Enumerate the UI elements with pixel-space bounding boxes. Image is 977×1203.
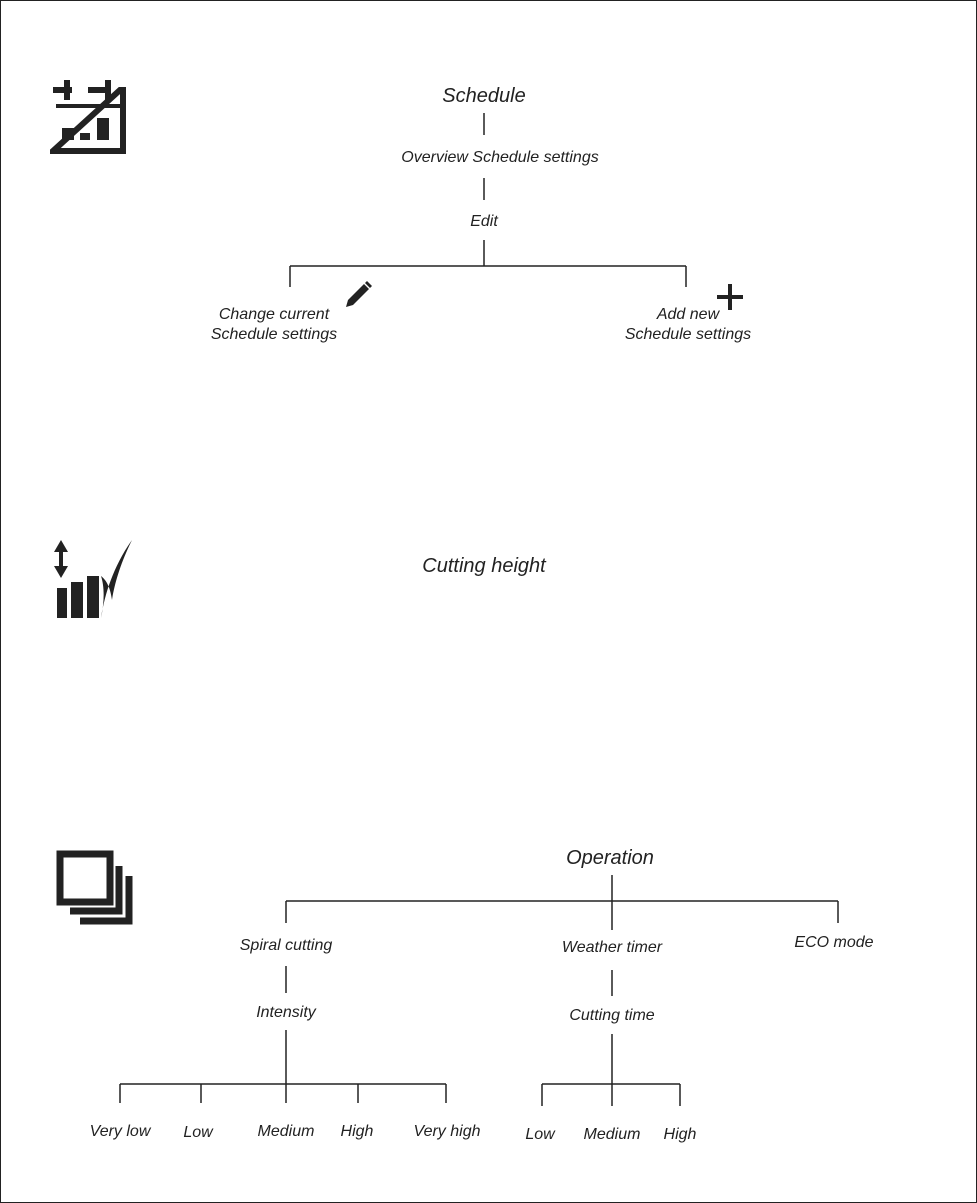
change-current-line1: Change current: [218, 306, 330, 323]
cutting-height-icon: [54, 540, 132, 618]
cutting-time-low: Low: [525, 1126, 555, 1143]
operation-title: Operation: [566, 847, 654, 869]
schedule-title: Schedule: [442, 85, 526, 107]
intensity-medium: Medium: [257, 1123, 315, 1140]
weather-timer-label: Weather timer: [561, 939, 663, 956]
cutting-height-title: Cutting height: [422, 555, 546, 577]
overview-schedule-settings: Overview Schedule settings: [401, 149, 599, 166]
change-current-line2: Schedule settings: [210, 326, 338, 343]
operation-layers-icon: [56, 850, 133, 925]
cutting-time-medium: Medium: [583, 1126, 641, 1143]
intensity-label: Intensity: [256, 1004, 316, 1021]
intensity-low: Low: [183, 1124, 213, 1141]
cutting-time-label: Cutting time: [569, 1007, 655, 1024]
eco-mode-label: ECO mode: [794, 934, 874, 951]
edit-label: Edit: [470, 213, 498, 230]
calendar-schedule-icon: [50, 80, 126, 154]
pencil-icon: [346, 281, 372, 307]
cutting-time-high: High: [663, 1126, 697, 1143]
intensity-high: High: [340, 1123, 374, 1140]
intensity-very-high: Very high: [413, 1123, 481, 1140]
add-new-schedule-settings: Add new Schedule settings: [625, 305, 751, 345]
intensity-very-low: Very low: [89, 1123, 151, 1140]
change-current-schedule-settings: Change current Schedule settings: [211, 305, 337, 345]
spiral-cutting-label: Spiral cutting: [239, 937, 333, 954]
add-new-line2: Schedule settings: [624, 326, 752, 343]
add-new-line1: Add new: [656, 306, 720, 323]
plus-icon: [717, 284, 743, 310]
